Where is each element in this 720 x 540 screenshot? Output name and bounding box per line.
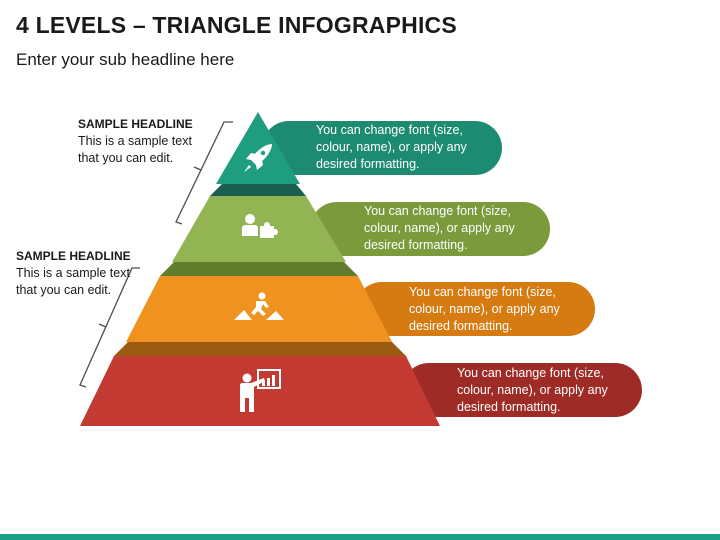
level-text-line: You can change font (size, xyxy=(409,285,556,299)
side-note-text: that you can edit. xyxy=(78,151,174,165)
page-title: 4 LEVELS – TRIANGLE INFOGRAPHICS xyxy=(16,12,457,38)
level-3-bar xyxy=(355,282,595,336)
level-text-line: desired formatting. xyxy=(409,319,513,333)
level-4-bar xyxy=(402,363,642,417)
level-4-text: You can change font (size, colour, name)… xyxy=(457,365,647,416)
level-2-bar xyxy=(310,202,550,256)
level-text-line: You can change font (size, xyxy=(457,366,604,380)
level-1-text: You can change font (size, colour, name)… xyxy=(316,122,506,173)
bracket-upper xyxy=(175,121,233,225)
level-text-line: You can change font (size, xyxy=(316,123,463,137)
page-subtitle: Enter your sub headline here xyxy=(16,50,235,69)
bracket-lower-tick xyxy=(98,323,107,328)
level-text-line: You can change font (size, xyxy=(364,204,511,218)
level-text-line: colour, name), or apply any xyxy=(457,383,608,397)
level-text-line: colour, name), or apply any xyxy=(364,221,515,235)
leap-runner-icon xyxy=(234,292,284,320)
level-text-line: desired formatting. xyxy=(457,400,561,414)
rocket-icon xyxy=(244,144,272,172)
level-text-line: desired formatting. xyxy=(316,157,420,171)
side-note-text: This is a sample text xyxy=(16,266,130,280)
level-text-line: colour, name), or apply any xyxy=(409,302,560,316)
side-note-text: that you can edit. xyxy=(16,283,112,297)
level-1-bar xyxy=(262,121,502,175)
level-2-text: You can change font (size, colour, name)… xyxy=(364,203,554,254)
level-2-tier xyxy=(172,196,346,262)
level-text-line: colour, name), or apply any xyxy=(316,140,467,154)
presenter-chart-icon xyxy=(240,369,281,412)
side-note-text: This is a sample text xyxy=(78,134,192,148)
step-shadow-2 xyxy=(160,262,358,276)
bottom-accent-rule xyxy=(0,534,720,540)
side-note-lower: SAMPLE HEADLINE This is a sample text th… xyxy=(16,248,131,299)
level-text-line: desired formatting. xyxy=(364,238,468,252)
bracket-upper-tick xyxy=(193,166,202,171)
level-4-tier xyxy=(80,356,440,426)
teamwork-puzzle-icon xyxy=(242,214,278,238)
level-3-text: You can change font (size, colour, name)… xyxy=(409,284,599,335)
side-note-headline: SAMPLE HEADLINE xyxy=(16,249,131,263)
step-shadow-1 xyxy=(210,184,306,196)
level-1-tier xyxy=(216,112,300,184)
side-note-headline: SAMPLE HEADLINE xyxy=(78,117,193,131)
step-shadow-3 xyxy=(114,342,406,356)
side-note-upper: SAMPLE HEADLINE This is a sample text th… xyxy=(78,116,193,167)
